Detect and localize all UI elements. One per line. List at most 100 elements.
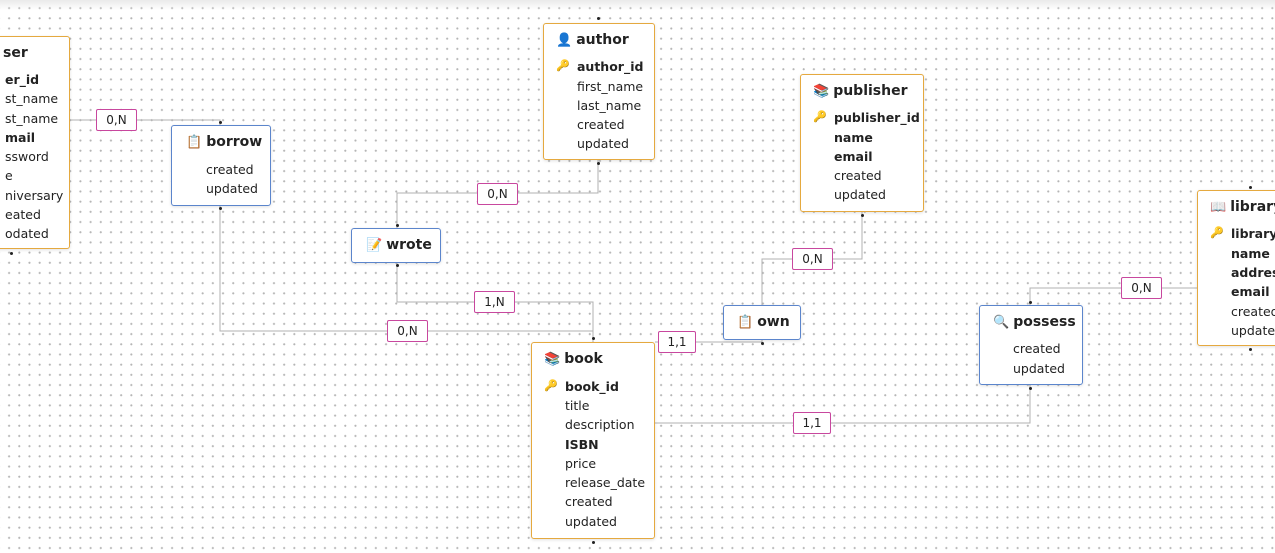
attr-user-7: eated <box>5 207 41 222</box>
attr-library-3: email <box>1231 284 1270 299</box>
attr-book-6: created <box>565 494 613 509</box>
handle-dot[interactable] <box>597 17 600 20</box>
handle-dot[interactable] <box>1029 301 1032 304</box>
attr-book-2: description <box>565 417 635 432</box>
attr-publisher-2: email <box>834 149 873 164</box>
attr-publisher-1: name <box>834 130 873 145</box>
relation-borrow[interactable]: 📋borrow created updated <box>171 125 271 206</box>
attr-possess-1: updated <box>1013 361 1065 376</box>
relation-own[interactable]: 📋own <box>723 305 801 340</box>
attr-library-2: address <box>1231 265 1275 280</box>
handle-dot[interactable] <box>1249 186 1252 189</box>
attr-library-1: name <box>1231 246 1270 261</box>
attr-user-4: ssword <box>5 149 49 164</box>
entity-publisher[interactable]: 📚publisher 🔑 publisher_id name email cre… <box>800 74 924 212</box>
attr-publisher-0: publisher_id <box>834 110 920 125</box>
attr-publisher-3: created <box>834 168 882 183</box>
attr-user-3: mail <box>5 130 36 145</box>
clipboard-icon: 📋 <box>186 135 203 150</box>
memo-icon: 📝 <box>366 238 383 253</box>
attr-author-1: first_name <box>577 79 644 94</box>
attr-book-4: price <box>565 456 597 471</box>
magnifier-icon: 🔍 <box>993 315 1010 330</box>
clipboard-icon: 📋 <box>737 315 754 330</box>
books-icon: 📚 <box>544 352 561 367</box>
handle-dot[interactable] <box>396 224 399 227</box>
attr-user-2: st_name <box>5 111 59 126</box>
attr-book-7: updated <box>565 514 617 529</box>
entity-publisher-title-text: publisher <box>833 83 908 99</box>
entity-user-title: ser <box>3 45 28 61</box>
key-icon: 🔑 <box>544 379 558 392</box>
relation-borrow-title-text: borrow <box>206 134 263 150</box>
cardinality-book-borrow[interactable]: 0,N <box>387 320 428 342</box>
cardinality-author-wrote[interactable]: 0,N <box>477 183 518 205</box>
attr-user-8: odated <box>5 226 49 241</box>
relation-possess-title: 🔍possess <box>993 314 1076 330</box>
attr-possess-0: created <box>1013 341 1061 356</box>
entity-library[interactable]: 📖library 🔑 library_ name address email c… <box>1197 190 1275 346</box>
attr-user-1: st_name <box>5 91 59 106</box>
entity-author-title-text: author <box>576 32 629 48</box>
handle-dot[interactable] <box>1249 348 1252 351</box>
entity-book-title: 📚book <box>544 351 603 367</box>
attr-book-5: release_date <box>565 475 646 490</box>
attr-library-5: updated <box>1231 323 1275 338</box>
attr-author-4: updated <box>577 136 629 151</box>
cardinality-book-wrote[interactable]: 1,N <box>474 291 515 313</box>
entity-user-title-text: ser <box>3 45 28 61</box>
attr-publisher-4: updated <box>834 187 886 202</box>
relation-own-title: 📋own <box>737 314 790 330</box>
person-icon: 👤 <box>556 33 573 48</box>
relation-possess-title-text: possess <box>1013 314 1076 330</box>
attr-book-3: ISBN <box>565 437 599 452</box>
edge-book-possess <box>655 385 1031 424</box>
handle-dot[interactable] <box>10 252 13 255</box>
entity-author-title: 👤author <box>556 32 629 48</box>
relation-wrote[interactable]: 📝wrote <box>351 228 441 263</box>
books-icon: 📚 <box>813 84 830 99</box>
attr-author-3: created <box>577 117 625 132</box>
cardinality-book-own[interactable]: 1,1 <box>658 331 696 353</box>
key-icon: 🔑 <box>556 59 570 72</box>
relation-borrow-title: 📋borrow <box>186 134 262 150</box>
entity-author[interactable]: 👤author 🔑 author_id first_name last_name… <box>543 23 655 160</box>
handle-dot[interactable] <box>761 342 764 345</box>
handle-dot[interactable] <box>219 121 222 124</box>
entity-user[interactable]: ser er_id st_name st_name mail ssword e … <box>0 36 70 249</box>
key-icon: 🔑 <box>813 110 827 123</box>
relation-wrote-title: 📝wrote <box>366 237 432 253</box>
attr-library-0: library_ <box>1231 226 1275 241</box>
entity-publisher-title: 📚publisher <box>813 83 908 99</box>
handle-dot[interactable] <box>219 207 222 210</box>
attr-borrow-0: created <box>206 162 254 177</box>
attr-borrow-1: updated <box>206 181 258 196</box>
attr-book-1: title <box>565 398 590 413</box>
cardinality-user-borrow[interactable]: 0,N <box>96 109 137 131</box>
attr-author-2: last_name <box>577 98 642 113</box>
attr-user-0: er_id <box>5 72 40 87</box>
relation-own-title-text: own <box>757 314 790 330</box>
attr-author-0: author_id <box>577 59 644 74</box>
entity-book[interactable]: 📚book 🔑 book_id title description ISBN p… <box>531 342 655 539</box>
handle-dot[interactable] <box>396 264 399 267</box>
handle-dot[interactable] <box>592 541 595 544</box>
handle-dot[interactable] <box>592 337 595 340</box>
cardinality-book-possess[interactable]: 1,1 <box>793 412 831 434</box>
entity-library-title-text: library <box>1230 199 1275 215</box>
handle-dot[interactable] <box>597 162 600 165</box>
handle-dot[interactable] <box>1029 387 1032 390</box>
relation-wrote-title-text: wrote <box>386 237 432 253</box>
cardinality-publisher-own[interactable]: 0,N <box>792 248 833 270</box>
attr-user-5: e <box>5 168 13 183</box>
open-book-icon: 📖 <box>1210 200 1227 215</box>
handle-dot[interactable] <box>861 214 864 217</box>
cardinality-library-possess[interactable]: 0,N <box>1121 277 1162 299</box>
entity-library-title: 📖library <box>1210 199 1275 215</box>
entity-book-title-text: book <box>564 351 603 367</box>
canvas-top-shade <box>0 0 1275 10</box>
attr-library-4: created <box>1231 304 1275 319</box>
key-icon: 🔑 <box>1210 226 1224 239</box>
relation-possess[interactable]: 🔍possess created updated <box>979 305 1083 385</box>
attr-user-6: niversary <box>5 188 64 203</box>
